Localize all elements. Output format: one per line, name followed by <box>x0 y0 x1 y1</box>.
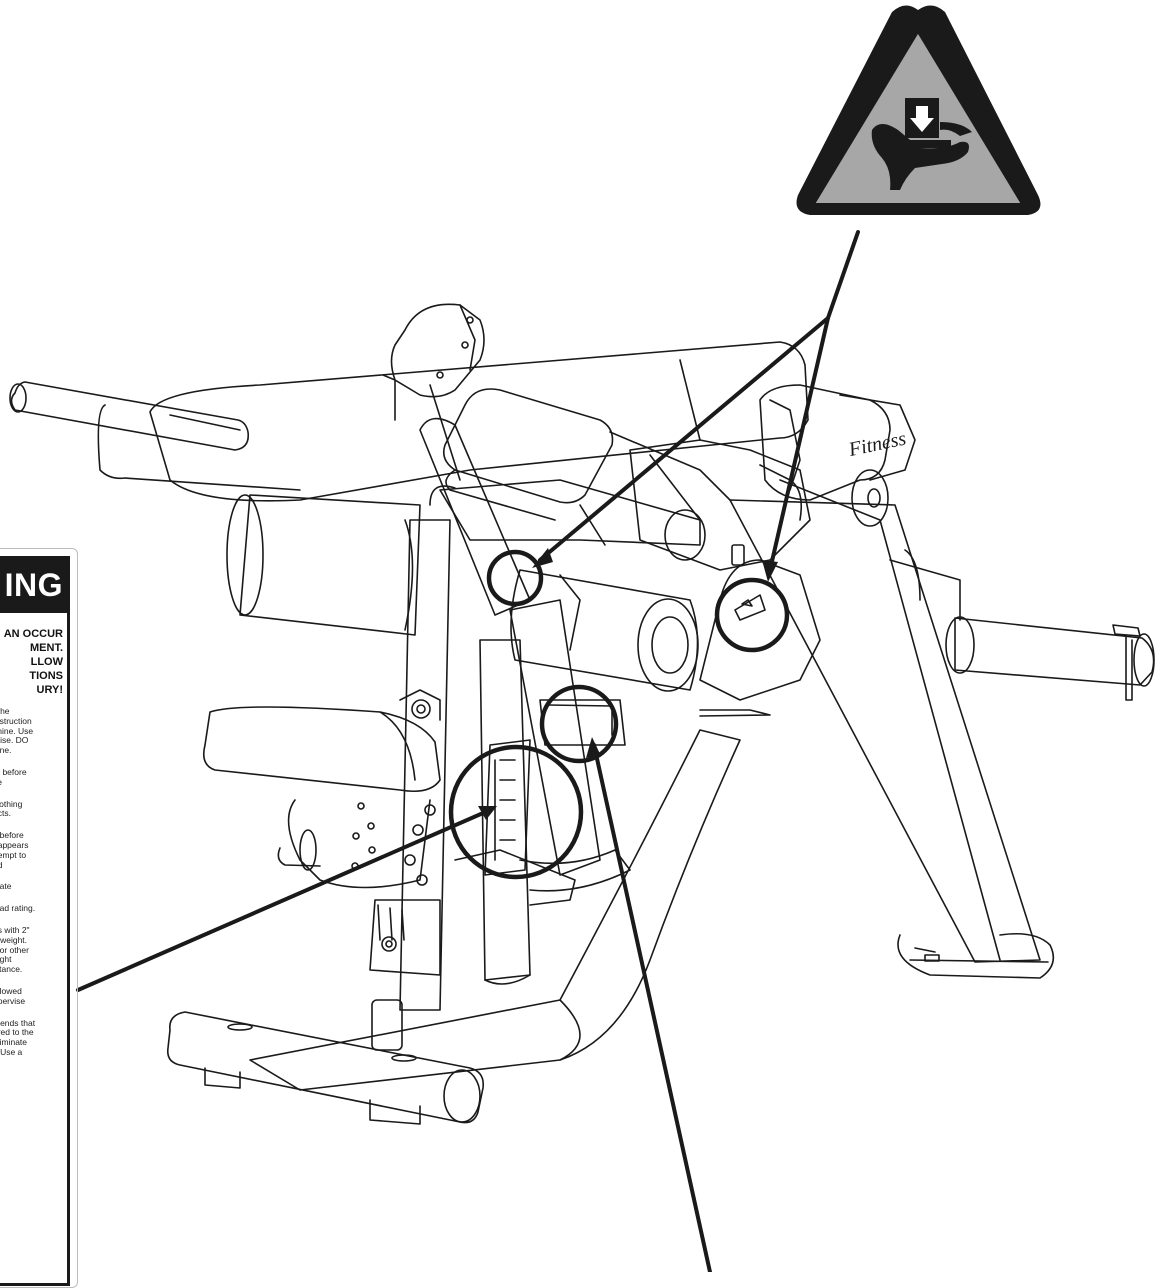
seat-pad <box>202 689 441 889</box>
warning-item-line: t appears <box>0 839 29 850</box>
warning-item-line: plate <box>0 881 12 892</box>
base-rail <box>249 729 741 1091</box>
warning-headline: AN OCCUR MENT. LLOW TIONS URY! <box>3 628 63 696</box>
warning-instructions: I theinstructionchine. Usercise. DOhine.… <box>0 697 67 1058</box>
warning-item-line: s before <box>0 830 24 841</box>
leader-line-top <box>826 230 860 320</box>
warning-item-8: allowedupervise <box>0 985 64 1007</box>
warning-item-line: istance. <box>0 964 23 975</box>
warning-item-line: load rating. <box>0 903 36 914</box>
rear-leg <box>729 479 1055 979</box>
warning-item-line: se <box>0 777 64 788</box>
warning-item-line: instruction <box>0 715 32 726</box>
warning-item-6: load rating. <box>0 903 64 914</box>
warning-item-9: mends thatured to theeliminater. Use a <box>0 1017 64 1058</box>
brand-logo: Fitness <box>846 427 908 461</box>
callout-circle-2 <box>714 577 790 653</box>
warning-item-5: plate <box>0 882 64 892</box>
top-beam <box>149 341 809 502</box>
leader-line-label <box>76 808 492 992</box>
warning-item-line: ed <box>0 860 64 871</box>
headrest-pad <box>382 303 485 421</box>
warning-item-line: ured to the <box>0 1027 34 1038</box>
right-arm-pad <box>759 384 916 527</box>
warning-item-line: rcise. DO <box>0 735 29 746</box>
warning-item-line: eliminate <box>0 1037 28 1048</box>
arrow-head-bottom <box>586 737 601 758</box>
warning-item-1: I theinstructionchine. Usercise. DOhine. <box>0 706 64 756</box>
warning-item-line: g weight. <box>0 934 28 945</box>
warning-item-line: allowed <box>0 985 22 996</box>
callout-circle-3 <box>539 684 619 764</box>
swing-arm <box>419 417 811 616</box>
warning-item-line: chine. Use <box>0 725 34 736</box>
warning-item-line: hine. <box>0 745 12 756</box>
warning-item-line: ttempt to <box>0 849 27 860</box>
warning-item-3: clothingects. <box>0 798 64 820</box>
warning-item-line: s or other <box>0 944 29 955</box>
callout-circle-4 <box>448 744 584 880</box>
warning-item-line: ects. <box>0 808 11 819</box>
warning-item-line: clothing <box>0 798 23 809</box>
warning-item-line: upervise <box>0 995 26 1006</box>
front-foot <box>166 1011 485 1125</box>
warning-header: ING <box>0 559 67 613</box>
warning-item-line: m before <box>0 766 27 777</box>
arrow-head-label <box>478 806 497 820</box>
arrow-head-right <box>762 560 778 582</box>
chest-pad <box>442 388 614 521</box>
left-handle <box>9 381 301 491</box>
weight-horn <box>889 549 1155 701</box>
warning-label: ING AN OCCUR MENT. LLOW TIONS URY! I the… <box>0 556 70 1286</box>
warning-item-line: mends that <box>0 1017 36 1028</box>
leader-line-right <box>768 316 830 572</box>
leader-line-bottom <box>592 743 712 1272</box>
back-roller <box>226 494 421 636</box>
warning-item-2: m beforese <box>0 766 64 788</box>
warning-title: ING <box>4 567 63 603</box>
warning-item-7: es with 2"g weight.s or othereightistanc… <box>0 924 64 975</box>
warning-item-line: es with 2" <box>0 924 30 935</box>
callout-circle-1 <box>486 549 544 607</box>
leader-line-left <box>538 316 830 562</box>
warning-item-line: r. Use a <box>0 1046 23 1057</box>
pinch-point-warning-icon <box>796 5 1041 216</box>
warning-item-line: I the <box>0 706 10 716</box>
warning-item-line: eight <box>0 954 12 965</box>
pivot-housing <box>699 559 821 717</box>
